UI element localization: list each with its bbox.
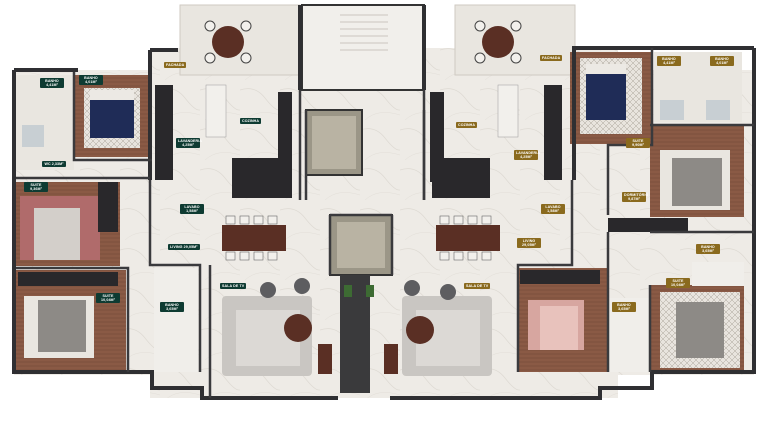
- left-bedroom-top: [74, 75, 152, 157]
- label-cozinha-r: COZINHA: [456, 122, 478, 129]
- right-bedroom-top: [570, 52, 652, 144]
- right-bedroom-bottom-left: [518, 268, 608, 372]
- label-living-r: LIVING 29,05M²: [517, 238, 541, 249]
- label-banho-tr-2: BANHO 4,01M²: [710, 56, 734, 67]
- label-suite-r2: SUITE 10,04M²: [666, 278, 690, 289]
- exterior-walls: [12, 5, 756, 400]
- label-dormitorio-r: DORMITÓRIO 9,87M²: [622, 192, 649, 203]
- left-kitchen: [155, 84, 292, 198]
- label-lavanderia-l: LAVANDERIA 4,25M²: [176, 138, 203, 149]
- label-banho-tr-1: BANHO 4,41M²: [657, 56, 681, 67]
- left-bath-top: [16, 75, 74, 170]
- right-dining: [436, 215, 500, 261]
- label-wc-tl: WC 2,33M²: [42, 161, 66, 168]
- left-living: [222, 278, 332, 376]
- balcony-left: [179, 4, 301, 76]
- label-banho-tl-1: BANHO 4,41M²: [40, 78, 64, 89]
- label-sala-tv-r: SALA DE TV: [464, 283, 491, 290]
- label-banho-tl-2: BANHO 4,01M²: [79, 75, 103, 86]
- label-sala-tv-l: SALA DE TV: [220, 283, 247, 290]
- right-bedroom-middle: [608, 125, 744, 232]
- label-living-l: LIVING 29,05M²: [168, 244, 200, 251]
- interior-walls: [16, 48, 754, 398]
- right-kitchen: [430, 84, 562, 198]
- label-suite-l2: SUITE 10,04M²: [96, 293, 120, 304]
- label-lavanderia-r: LAVANDERIA 4,25M²: [514, 150, 541, 161]
- label-suite-l1: SUITE 9,36M²: [24, 182, 48, 193]
- label-lavabo-l: LAVABO 1,58M²: [180, 204, 204, 215]
- left-dining: [222, 215, 286, 261]
- label-banho-r2: BANHO 3,65M²: [696, 244, 720, 255]
- left-bedroom-bottom: [16, 270, 126, 370]
- right-bedroom-bottom-right: [650, 285, 744, 373]
- label-banho-l3: BANHO 3,65M²: [160, 302, 184, 313]
- left-baths-bottom: [154, 268, 198, 372]
- label-fachada-left: FACHADA: [164, 62, 187, 69]
- label-lavabo-r: LAVABO 1,58M²: [541, 204, 565, 215]
- balcony-right: [454, 4, 576, 76]
- label-banho-r3: BANHO 3,65M²: [612, 302, 636, 313]
- label-suite-r1: SUITE 9,90M²: [626, 138, 650, 149]
- central-core: [301, 4, 425, 393]
- right-living: [384, 280, 492, 376]
- label-fachada-right: FACHADA: [540, 55, 563, 62]
- label-cozinha-l: COZINHA: [240, 118, 262, 125]
- left-bedroom-middle: [16, 182, 120, 266]
